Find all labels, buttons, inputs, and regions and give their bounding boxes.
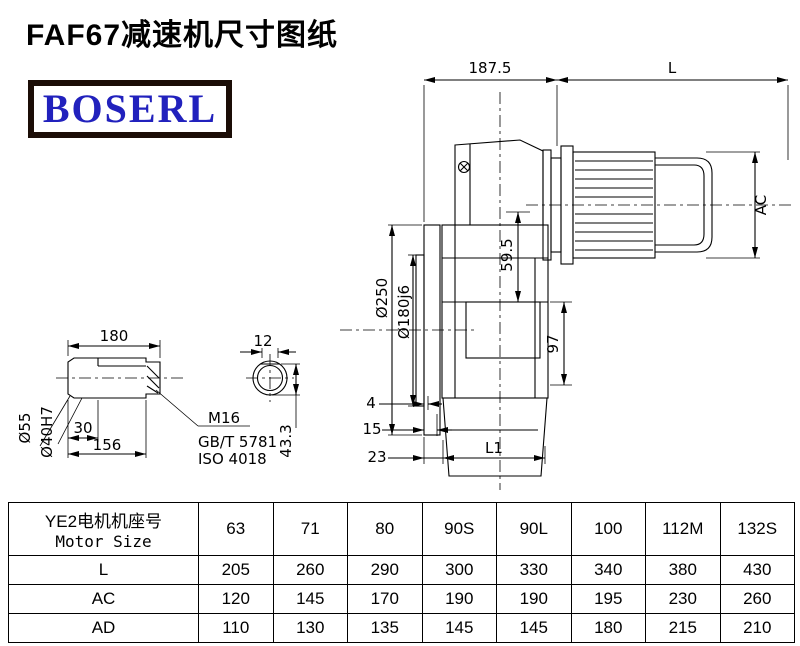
dim-4: 4 [366,394,376,412]
dim-97: 97 [544,334,562,353]
row-label: AD [8,613,199,643]
cell: 145 [421,613,497,643]
note-std-gb: GB/T 5781 [198,433,277,451]
cell: 170 [347,584,423,614]
row-label: L [8,555,199,585]
dim-15: 15 [362,420,381,438]
dim-30: 30 [73,419,92,437]
note-std-iso: ISO 4018 [198,450,267,468]
brand-logo-box: BOSERL [28,80,232,138]
col-header: 100 [570,502,646,556]
table-row: AC 120 145 170 190 190 195 230 260 [8,584,795,614]
cell: 120 [198,584,274,614]
cell: 210 [719,613,795,643]
cell: 260 [719,584,795,614]
col-header: 90S [421,502,497,556]
cell: 430 [719,555,795,585]
dim-AC: AC [752,195,770,215]
cell: 195 [570,584,646,614]
dim-23: 23 [367,448,386,466]
cell: 205 [198,555,274,585]
page-title: FAF67减速机尺寸图纸 [26,19,339,52]
dim-L: L [668,59,677,77]
dim-d250: Ø250 [373,278,391,318]
brand-logo-text: BOSERL [42,86,218,131]
dim-187-5: 187.5 [469,59,512,77]
dim-d180: Ø180j6 [395,285,413,339]
col-header: 112M [645,502,721,556]
dim-L1: L1 [485,439,503,457]
cell: 130 [272,613,348,643]
cell: 110 [198,613,274,643]
col-header: 90L [496,502,572,556]
main-view-linework [340,77,792,490]
col-header: 132S [719,502,795,556]
cell: 215 [645,613,721,643]
cell: 260 [272,555,348,585]
dim-156: 156 [93,436,122,454]
cell: 380 [645,555,721,585]
cell: 340 [570,555,646,585]
cell: 190 [421,584,497,614]
dim-180: 180 [100,327,129,345]
cell: 290 [347,555,423,585]
dim-d55: Ø55 [16,413,34,444]
shaft-detail-linework [39,340,300,458]
table-header-cn: YE2电机机座号 [44,512,163,531]
note-thread: M16 [208,409,240,427]
row-label: AC [8,584,199,614]
table-header-row: YE2电机机座号 Motor Size 63 71 80 90S 90L 100… [8,502,795,556]
dim-d40: Ø40H7 [38,406,56,458]
cell: 145 [272,584,348,614]
cell: 230 [645,584,721,614]
table-header-en: Motor Size [55,532,152,551]
cell: 135 [347,613,423,643]
motor-size-table: YE2电机机座号 Motor Size 63 71 80 90S 90L 100… [8,502,795,643]
dimension-labels: 187.5 L AC Ø250 Ø180j6 59.5 97 4 15 23 L… [16,59,770,468]
col-header: 63 [198,502,274,556]
col-header: 71 [272,502,348,556]
cell: 190 [496,584,572,614]
cell: 180 [570,613,646,643]
table-row: AD 110 130 135 145 145 180 215 210 [8,613,795,643]
dim-12: 12 [253,332,272,350]
cell: 145 [496,613,572,643]
cell: 330 [496,555,572,585]
dim-59-5: 59.5 [498,238,516,271]
cell: 300 [421,555,497,585]
table-header-cell: YE2电机机座号 Motor Size [8,502,199,556]
table-row: L 205 260 290 300 330 340 380 430 [8,555,795,585]
col-header: 80 [347,502,423,556]
dim-43-3: 43.3 [277,424,295,457]
